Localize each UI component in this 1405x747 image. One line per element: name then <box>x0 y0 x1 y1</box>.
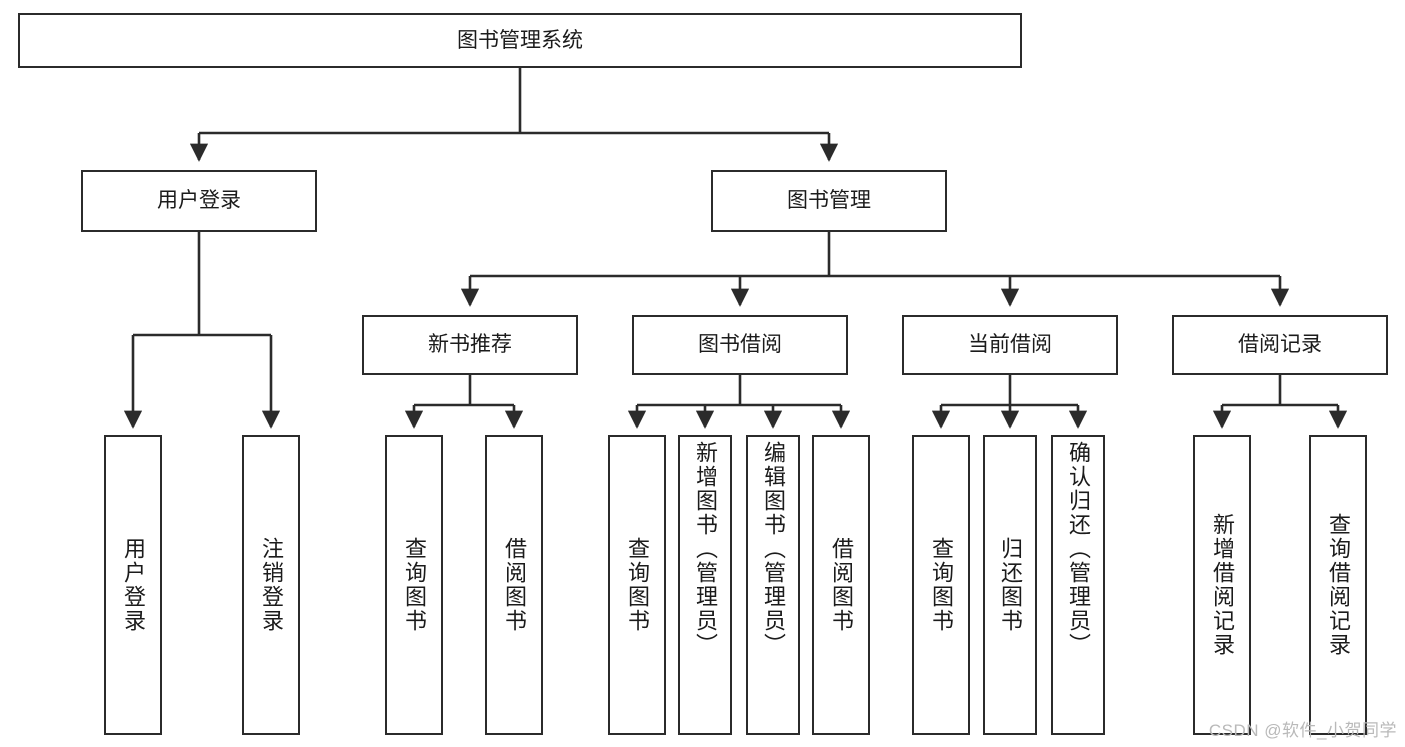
node-label: 归还图书 <box>998 537 1023 633</box>
leaf-query-borrow-record[interactable]: 查询借阅记录 <box>1309 435 1367 735</box>
node-label: 图书借阅 <box>698 333 782 357</box>
node-label: 借阅图书 <box>829 537 854 633</box>
node-label: 用户登录 <box>157 189 241 213</box>
node-label: 查询图书 <box>625 537 650 633</box>
node-label: 图书管理系统 <box>457 28 583 52</box>
leaf-borrow-book-borrow[interactable]: 借阅图书 <box>812 435 870 735</box>
leaf-add-book-admin[interactable]: 新增图书（管理员） <box>678 435 732 735</box>
node-label: 查询借阅记录 <box>1326 513 1351 657</box>
node-label: 用户登录 <box>121 537 146 633</box>
leaf-return-book[interactable]: 归还图书 <box>983 435 1037 735</box>
node-label: 注销登录 <box>259 537 284 633</box>
node-label: 新增借阅记录 <box>1210 513 1235 657</box>
leaf-query-book-new-rec[interactable]: 查询图书 <box>385 435 443 735</box>
node-label: 新书推荐 <box>428 333 512 357</box>
leaf-logout-login[interactable]: 注销登录 <box>242 435 300 735</box>
node-current-borrowing[interactable]: 当前借阅 <box>902 315 1118 375</box>
leaf-confirm-return-admin[interactable]: 确认归还（管理员） <box>1051 435 1105 735</box>
node-label: 编辑图书（管理员） <box>761 441 786 657</box>
leaf-query-book-borrow[interactable]: 查询图书 <box>608 435 666 735</box>
node-label: 借阅图书 <box>502 537 527 633</box>
node-label: 查询图书 <box>929 537 954 633</box>
leaf-edit-book-admin[interactable]: 编辑图书（管理员） <box>746 435 800 735</box>
leaf-borrow-book-new-rec[interactable]: 借阅图书 <box>485 435 543 735</box>
node-borrowing-record[interactable]: 借阅记录 <box>1172 315 1388 375</box>
node-book-borrowing[interactable]: 图书借阅 <box>632 315 848 375</box>
node-label: 图书管理 <box>787 189 871 213</box>
leaf-add-borrow-record[interactable]: 新增借阅记录 <box>1193 435 1251 735</box>
node-label: 当前借阅 <box>968 333 1052 357</box>
node-label: 借阅记录 <box>1238 333 1322 357</box>
leaf-query-book-current[interactable]: 查询图书 <box>912 435 970 735</box>
node-root-book-management-system[interactable]: 图书管理系统 <box>18 13 1022 68</box>
node-new-book-recommendation[interactable]: 新书推荐 <box>362 315 578 375</box>
node-label: 新增图书（管理员） <box>693 441 718 657</box>
leaf-user-login[interactable]: 用户登录 <box>104 435 162 735</box>
node-label: 确认归还（管理员） <box>1066 441 1091 657</box>
node-label: 查询图书 <box>402 537 427 633</box>
node-user-login[interactable]: 用户登录 <box>81 170 317 232</box>
node-book-management[interactable]: 图书管理 <box>711 170 947 232</box>
